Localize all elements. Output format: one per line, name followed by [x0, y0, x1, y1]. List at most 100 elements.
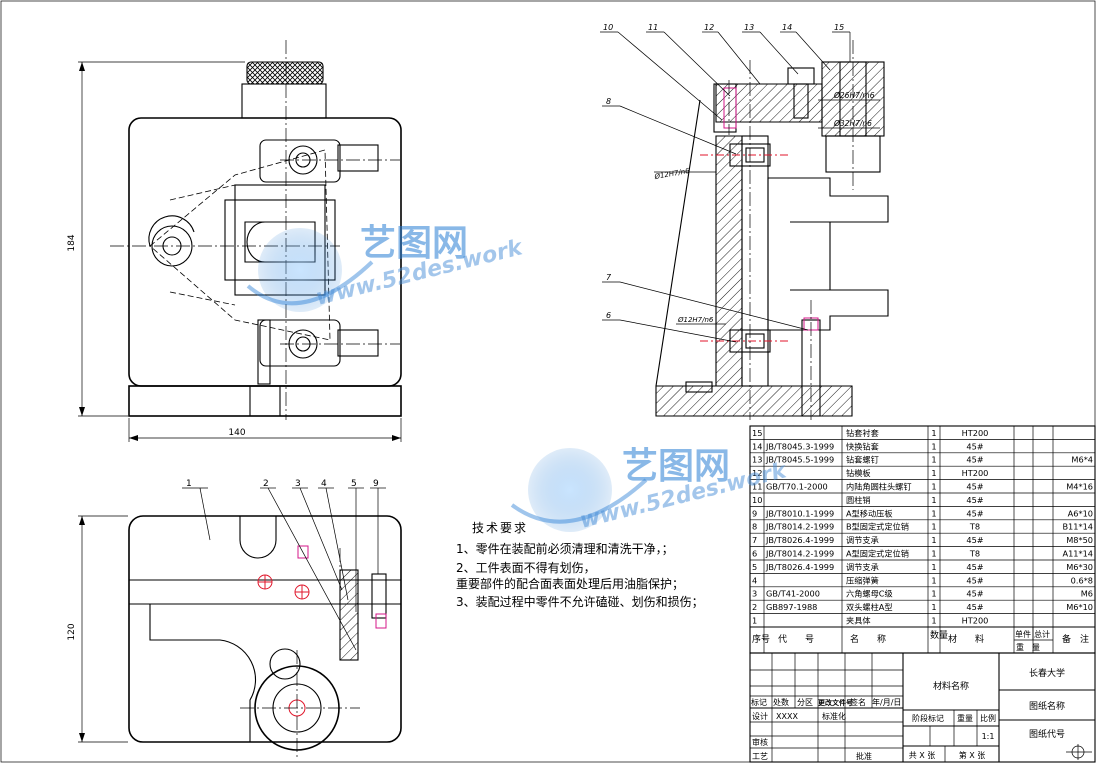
tb-process: 工艺: [752, 752, 768, 761]
section-fits: Ø26H7/m6 Ø32H7/n6 Ø12H7/n6 Ø12H7/n6: [653, 91, 880, 325]
parts-cell-qty: 1: [931, 455, 936, 465]
parts-cell-no: 5: [752, 562, 757, 572]
parts-cell-material: 45#: [966, 455, 983, 465]
tb-zones: 处数: [773, 697, 789, 707]
hdr-qty: 数量: [930, 629, 948, 641]
parts-cell-qty: 1: [931, 468, 936, 478]
parts-cell-qty: 1: [931, 508, 936, 518]
hdr-code: 代 号: [778, 634, 814, 645]
tb-drawing-name: 图纸名称: [1029, 700, 1065, 712]
watermark-globe-icon: [258, 228, 342, 312]
parts-cell-code: JB/T8014.2-1999: [765, 522, 834, 532]
leader-15: 15: [834, 23, 844, 32]
parts-cell-name: 钻套螺钉: [846, 455, 879, 465]
leader-top-9: 9: [373, 479, 379, 489]
parts-cell-name: 调节支承: [846, 535, 879, 545]
tb-marks: 标记: [751, 697, 767, 707]
parts-cell-no: 12: [752, 468, 762, 478]
parts-cell-qty: 1: [931, 602, 936, 612]
top-body: [128, 515, 402, 743]
leader-12: 12: [704, 23, 714, 32]
leader-14: 14: [782, 23, 792, 32]
leader-top-1: 1: [186, 479, 192, 489]
tech-line-4: 3、装配过程中零件不允许磕碰、划伤和损伤；: [456, 594, 704, 609]
section-leaders: 10 11 12 13 14 15 8 7 6: [600, 23, 851, 343]
parts-cell-qty: 1: [931, 562, 936, 572]
hdr-name: 名 称: [850, 633, 886, 645]
fit-26: Ø26H7/m6: [833, 91, 875, 100]
tb-stage: 阶段标记: [912, 713, 944, 723]
watermark-brand-1: 艺图网: [360, 223, 468, 264]
parts-cell-no: 14: [752, 441, 762, 451]
fit-12-lower: Ø12H7/n6: [677, 316, 714, 324]
parts-cell-code: JB/T8026.4-1999: [765, 535, 834, 545]
parts-cell-material: HT200: [962, 428, 989, 438]
tb-design: 设计: [752, 711, 768, 721]
parts-cell-code: GB/T70.1-2000: [766, 482, 828, 492]
parts-cell-code: JB/T8045.3-1999: [765, 441, 834, 451]
leader-top-2: 2: [263, 479, 269, 489]
hdr-no: 序号: [752, 633, 770, 645]
parts-cell-no: 2: [752, 602, 757, 612]
hdr-note: 备 注: [1062, 633, 1089, 645]
watermark-2: 艺图网 www.52des.work: [510, 446, 790, 534]
leader-10: 10: [603, 23, 613, 32]
parts-cell-no: 7: [752, 535, 757, 545]
tb-sign: 签名: [850, 697, 866, 707]
hdr-total: 总计: [1034, 629, 1050, 639]
watermark-1: 艺图网 www.52des.work: [246, 223, 526, 312]
parts-cell-no: 9: [752, 508, 757, 518]
dim-front-width: 140: [228, 428, 245, 438]
tb-partition: 分区: [797, 698, 813, 707]
tb-material-name: 材料名称: [933, 680, 969, 692]
tb-review: 审核: [752, 737, 768, 747]
parts-cell-qty: 1: [931, 482, 936, 492]
hdr-unit: 单件: [1015, 629, 1031, 639]
top-view: [128, 515, 402, 760]
parts-cell-name: 快换钻套: [846, 441, 879, 451]
leader-top-4: 4: [321, 479, 327, 489]
tb-drawing-code: 图纸代号: [1029, 728, 1065, 740]
parts-cell-name: A型移动压板: [846, 508, 893, 518]
hdr-material: 材 料: [948, 633, 984, 645]
parts-cell-material: T8: [969, 522, 980, 532]
parts-cell-name: A型固定式定位销: [846, 549, 909, 559]
tb-sheet-no: 第 X 张: [959, 750, 986, 760]
parts-cell-material: HT200: [962, 468, 989, 478]
parts-cell-no: 6: [752, 549, 757, 559]
tech-requirements: 技术要求 1、零件在装配前必须清理和清洗干净，； 2、工件表面不得有划伤， 重要…: [456, 521, 704, 609]
parts-cell-name: 双头螺柱A型: [846, 602, 893, 612]
parts-cell-material: 45#: [966, 482, 983, 492]
parts-cell-material: 45#: [966, 589, 983, 599]
parts-cell-note: A6*10: [1068, 508, 1093, 518]
parts-cell-qty: 1: [931, 535, 936, 545]
tb-change: 更改文件号: [818, 698, 853, 707]
tech-title: 技术要求: [472, 521, 528, 535]
parts-cell-note: M6*10: [1066, 602, 1093, 612]
parts-cell-note: M6*4: [1071, 455, 1093, 465]
leader-6: 6: [606, 311, 611, 320]
leader-top-3: 3: [295, 479, 301, 489]
tb-scale: 比例: [980, 713, 996, 723]
parts-cell-material: 45#: [966, 508, 983, 518]
leader-7: 7: [606, 273, 612, 282]
parts-cell-no: 8: [752, 522, 757, 532]
tb-date: 年/月/日: [872, 697, 901, 707]
projection-symbol-icon: [1066, 744, 1092, 760]
parts-cell-qty: 1: [931, 589, 936, 599]
parts-cell-material: T8: [969, 549, 980, 559]
parts-cell-no: 15: [752, 428, 762, 438]
title-block: 标记 处数 分区 更改文件号 签名 年/月/日 设计 XXXX 标准化 审核 工…: [749, 652, 1096, 763]
parts-cell-code: JB/T8014.2-1999: [765, 549, 834, 559]
tb-scale-value: 1:1: [982, 732, 995, 741]
leader-top-5: 5: [351, 479, 357, 489]
parts-cell-name: 内陆角圆柱头螺钉: [846, 482, 912, 492]
leader-11: 11: [648, 23, 658, 32]
parts-cell-note: A11*14: [1062, 549, 1093, 559]
parts-cell-material: 45#: [966, 535, 983, 545]
parts-cell-name: 六角螺母C级: [846, 589, 893, 599]
tb-sheets-total: 共 X 张: [909, 751, 936, 760]
